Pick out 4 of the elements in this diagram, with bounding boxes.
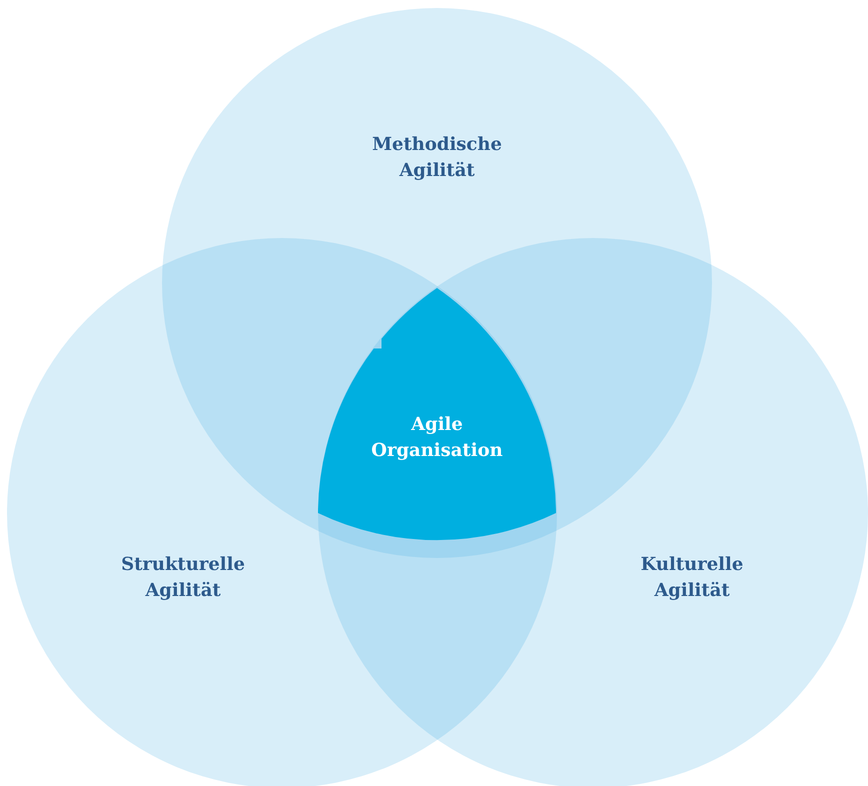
- circle-label: Strukturelle Agilität: [120, 553, 246, 603]
- circle-label: Methodische Agilität: [371, 133, 503, 183]
- region-label: Agile Organisation: [370, 413, 504, 463]
- circle-label: Kulturelle Agilität: [640, 553, 744, 603]
